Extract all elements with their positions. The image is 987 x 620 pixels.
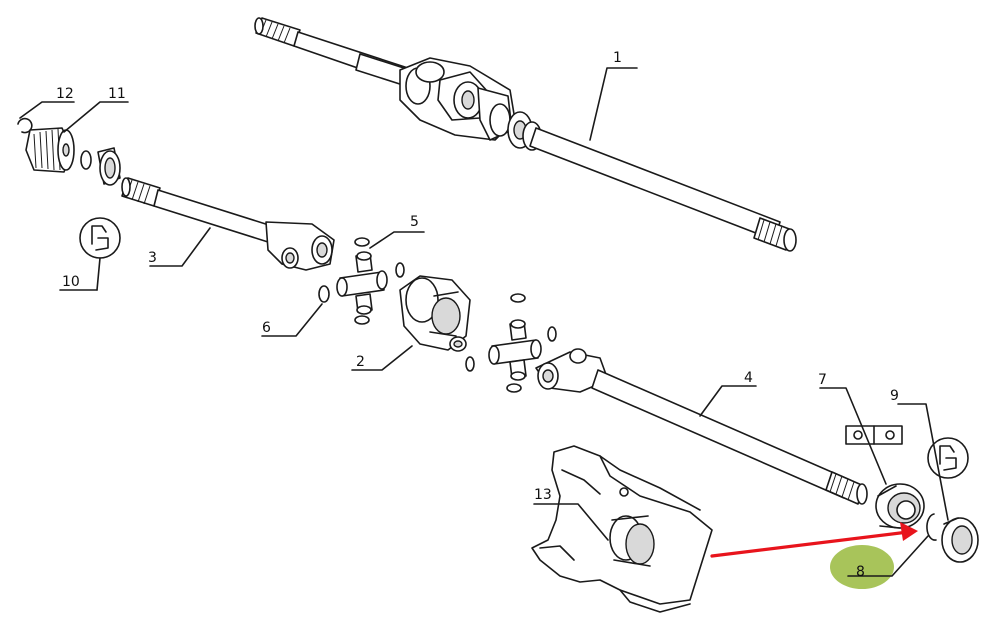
callout-8-highlight-group: 8	[830, 535, 929, 589]
part-cross-right	[465, 293, 557, 393]
callout-11: 11	[108, 86, 126, 102]
callout-1: 1	[613, 50, 622, 66]
part-11-splined-gear: 11	[25, 86, 129, 173]
part-6-snap-ring: 6	[261, 285, 330, 337]
part-7-bearing: 7	[818, 372, 925, 529]
callout-13: 13	[534, 487, 552, 503]
joint-housing-1	[399, 57, 542, 151]
callout-10: 10	[62, 274, 80, 290]
part-5-cross-left: 5	[336, 214, 425, 325]
callout-2: 2	[356, 354, 365, 370]
part-2-double-yoke: 2	[351, 275, 471, 371]
callout-9: 9	[890, 388, 899, 404]
part-8-snap-ring	[926, 513, 937, 541]
callout-5: 5	[410, 214, 419, 230]
splined-end-left	[254, 17, 301, 47]
part-1-axle-shaft-assembly: 1	[254, 17, 797, 252]
part-3-yoke-shaft: 3	[121, 177, 335, 271]
callout-7: 7	[818, 372, 827, 388]
part-9-seal: 9	[890, 388, 979, 563]
part-12-snap-ring: 12	[17, 86, 75, 134]
part-bushing	[97, 147, 121, 186]
callout-6: 6	[262, 320, 271, 336]
callout-3: 3	[148, 250, 157, 266]
red-pointer-arrow	[710, 522, 918, 558]
part-4-yoke-shaft: 4	[535, 348, 868, 505]
callout-8: 8	[856, 564, 865, 580]
part-10-seal: 10	[59, 217, 121, 291]
callout-12: 12	[56, 86, 74, 102]
green-highlight-blob	[830, 545, 894, 589]
part-ring-small	[80, 150, 92, 170]
splined-end-right	[753, 217, 797, 252]
callout-4: 4	[744, 370, 753, 386]
part-13-axle-housing: 13	[531, 445, 713, 613]
